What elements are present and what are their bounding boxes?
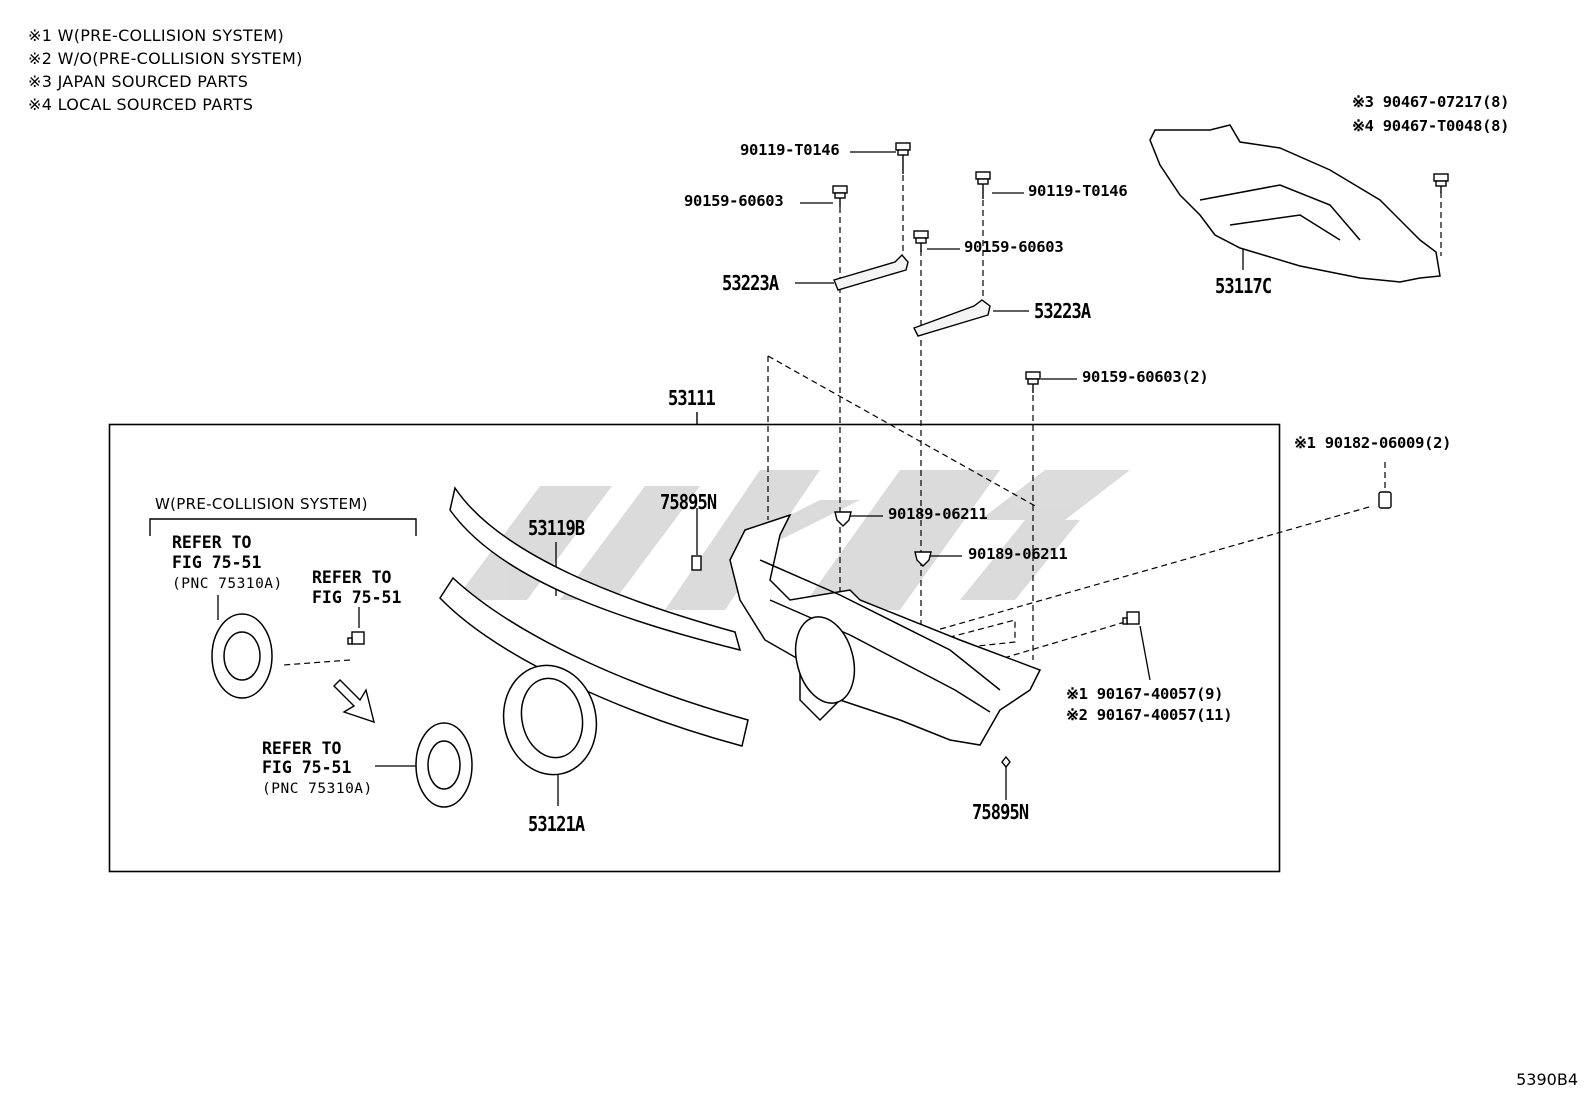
refer-note: FIG 75-51: [312, 588, 402, 607]
bolt-icon: [832, 185, 848, 207]
part-label: 75895N: [972, 800, 1029, 824]
bolt-icon: [1025, 371, 1041, 393]
part-label: 53119B: [528, 516, 585, 540]
refer-note: REFER TO: [172, 533, 252, 552]
part-label: ※1 90182-06009(2): [1294, 434, 1452, 452]
part-label: 90159-60603: [684, 192, 784, 210]
part-label: ※2 90167-40057(11): [1066, 706, 1233, 724]
refer-note: FIG 75-51: [172, 553, 262, 572]
part-label: 90119-T0146: [1028, 182, 1128, 200]
part-label: 53223A: [1034, 299, 1091, 323]
molding-part: [439, 486, 749, 747]
assembly-box: [108, 423, 1281, 873]
clip-icon: [834, 511, 852, 527]
part-label: 90159-60603: [964, 238, 1064, 256]
emblem-frame-part: [502, 664, 598, 776]
part-label: 75895N: [660, 490, 717, 514]
bracket-parts: [833, 253, 991, 337]
bolt-icon: [913, 230, 929, 252]
arrow-icon: [333, 679, 375, 724]
bolt-icon: [895, 142, 911, 174]
bolt-icon: [975, 171, 991, 199]
clip-icon: [914, 551, 932, 567]
screw-icon: [347, 631, 365, 645]
part-label: 53117C: [1215, 274, 1272, 298]
dashed-guides: [282, 175, 1442, 669]
pcs-bracket: [149, 518, 417, 536]
bolt-icons: [347, 142, 1449, 769]
diagram-code: 5390B4: [1516, 1070, 1578, 1089]
part-label: 90189-06211: [888, 505, 988, 523]
emblem-parts: [211, 613, 473, 808]
part-label: ※4 90467-T0048(8): [1352, 117, 1510, 135]
legend-item-1: ※1 W(PRE-COLLISION SYSTEM): [28, 26, 285, 45]
refer-note: REFER TO: [312, 568, 392, 587]
part-label: ※3 90467-07217(8): [1352, 93, 1510, 111]
nut-icon: [1378, 491, 1392, 509]
part-label: 53223A: [722, 271, 779, 295]
cover-part: [1149, 124, 1441, 283]
legend-item-2: ※2 W/O(PRE-COLLISION SYSTEM): [28, 49, 303, 68]
refer-note: FIG 75-51: [262, 758, 352, 777]
emblem-tag-icon: [691, 555, 702, 571]
grille-part: [729, 513, 1042, 746]
part-label: 90189-06211: [968, 545, 1068, 563]
diamond-icon: [1001, 755, 1011, 769]
part-label: 90159-60603(2): [1082, 368, 1209, 386]
part-label: 53121A: [528, 812, 585, 836]
part-label: ※1 90167-40057(9): [1066, 685, 1224, 703]
legend-item-4: ※4 LOCAL SOURCED PARTS: [28, 95, 254, 114]
pcs-title: W(PRE-COLLISION SYSTEM): [155, 495, 368, 513]
legend-item-3: ※3 JAPAN SOURCED PARTS: [28, 72, 249, 91]
part-label: 53111: [668, 386, 716, 410]
refer-note: (PNC 75310A): [172, 576, 283, 592]
part-label: 90119-T0146: [740, 141, 840, 159]
bolt-icon: [1433, 173, 1449, 193]
refer-note: (PNC 75310A): [262, 781, 373, 797]
screw-icon: [1122, 611, 1140, 625]
refer-note: REFER TO: [262, 739, 342, 758]
